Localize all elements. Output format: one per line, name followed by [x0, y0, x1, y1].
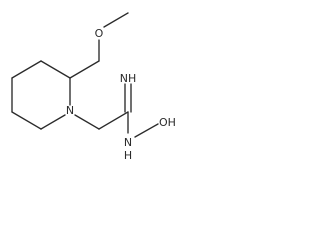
bond-o-ch3 — [103, 12, 129, 28]
methoxy-oxygen-label: O — [95, 27, 104, 40]
imine-nh-label: NH — [120, 72, 137, 85]
ring-bond-c2-c3 — [40, 60, 71, 79]
ring-bond-c6-n — [40, 114, 66, 130]
bond-ch2-amidine-c — [98, 111, 129, 130]
bond-n-oh — [134, 123, 159, 138]
ring-bond-c3-c4 — [11, 60, 42, 79]
hydroxyl-label: OH — [159, 116, 176, 129]
nh-hydrogen-label: H — [124, 149, 132, 162]
ring-bond-c5-c6 — [11, 111, 42, 130]
amidine-nitrogen-label: N — [124, 136, 132, 149]
bond-n-ch2 — [74, 114, 100, 130]
ring-nitrogen-label: N — [66, 104, 74, 117]
bond-c2-ch2 — [69, 60, 100, 79]
molecule-structure-diagram: O N NH N OH H — [11, 12, 176, 162]
